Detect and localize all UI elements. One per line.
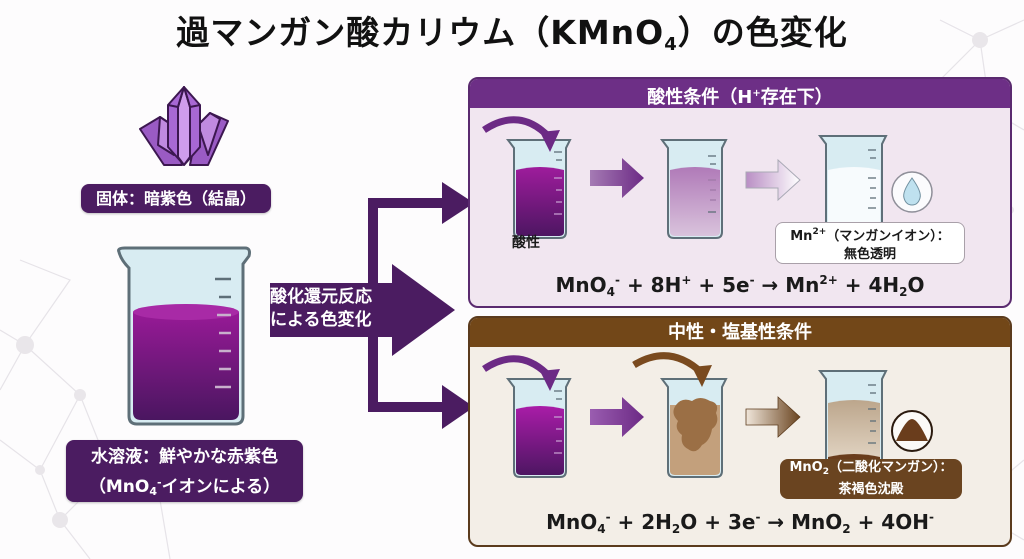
crystal-icon xyxy=(139,86,229,166)
acidic-equation-token: MnO xyxy=(555,273,607,297)
arrow-right-icon-brown xyxy=(745,396,801,438)
acidic-condition-panel: 酸性条件（H+存在下） xyxy=(468,77,1012,308)
basic-equation-token: 2 xyxy=(671,522,681,536)
basic-equation-token: → MnO xyxy=(760,510,843,534)
arrow-right-icon xyxy=(590,397,644,437)
basic-equation: MnO4- + 2H2O + 3e- → MnO2 + 4OH- xyxy=(470,510,1010,536)
basic-equation-token: + 2H xyxy=(610,510,672,534)
solution-label: 水溶液：鮮やかな赤紫色 （MnO4-イオンによる） xyxy=(66,440,303,502)
basic-equation-token: - xyxy=(928,510,934,524)
basic-result-caption: MnO2（二酸化マンガン）： 茶褐色沈殿 xyxy=(780,459,962,499)
basic-equation-token: O + 3e xyxy=(680,510,756,534)
branch-arrow-split xyxy=(368,182,474,429)
branching-arrows xyxy=(270,182,474,429)
basic-equation-token: - xyxy=(755,510,761,524)
basic-equation-token: 4 xyxy=(597,522,606,536)
basic-equation-token: MnO xyxy=(546,510,598,534)
arrow-outline-icon xyxy=(745,158,801,202)
redox-main-arrow xyxy=(270,264,455,356)
page-title: 過マンガン酸カリウム（KMnO4）の色変化 xyxy=(176,13,848,55)
solution-label-line2: （MnO4-イオンによる） xyxy=(88,476,281,498)
basic-panel-header: 中性・塩基性条件 xyxy=(470,318,1010,347)
redox-arrow-label: 酸化還元反応 による色変化 xyxy=(270,287,372,330)
precipitate-pile-icon xyxy=(891,410,933,452)
acidic-beaker-2 xyxy=(660,139,728,239)
solution-label-line1: 水溶液：鮮やかな赤紫色 xyxy=(91,447,278,467)
acidic-equation-token: + 5e xyxy=(691,273,750,297)
basic-condition-panel: 中性・塩基性条件 xyxy=(468,316,1012,547)
acidic-process-illustration xyxy=(482,116,933,243)
pour-arrow-icon xyxy=(482,355,553,380)
acidic-result-caption: Mn2+（マンガンイオン）： 無色透明 xyxy=(775,222,965,264)
acidic-beaker-1 xyxy=(506,139,572,239)
acidic-beaker-label: 酸性 xyxy=(512,235,540,251)
solid-state-label: 固体：暗紫色（結晶） xyxy=(81,184,271,213)
basic-beaker-1 xyxy=(506,378,572,478)
arrow-right-icon xyxy=(590,158,644,198)
pour-arrow-icon xyxy=(482,116,553,141)
acidic-panel-header: 酸性条件（H+存在下） xyxy=(470,79,1010,108)
acidic-equation-token: → Mn xyxy=(754,273,820,297)
large-beaker-icon xyxy=(117,246,251,426)
acidic-equation-token: - xyxy=(749,273,755,287)
acidic-equation-token: 4 xyxy=(606,285,615,299)
acidic-equation-token: + xyxy=(681,273,692,287)
pour-arrow-icon-brown xyxy=(632,352,705,376)
basic-beaker-2-precipitating xyxy=(660,378,728,478)
basic-equation-token: - xyxy=(605,510,611,524)
acidic-equation-token: 2+ xyxy=(819,273,838,287)
acidic-equation-token: 2 xyxy=(899,285,908,299)
basic-equation-token: 2 xyxy=(842,522,851,536)
acidic-equation-token: O xyxy=(907,273,925,297)
water-drop-icon xyxy=(891,171,933,213)
acidic-equation-token: + 8H xyxy=(619,273,682,297)
basic-equation-token: + 4OH xyxy=(850,510,929,534)
acidic-equation-token: + 4H xyxy=(837,273,900,297)
acidic-beaker-3-colorless xyxy=(818,135,888,243)
acidic-equation-token: - xyxy=(615,273,620,287)
acidic-equation: MnO4- + 8H+ + 5e- → Mn2+ + 4H2O xyxy=(470,273,1010,299)
